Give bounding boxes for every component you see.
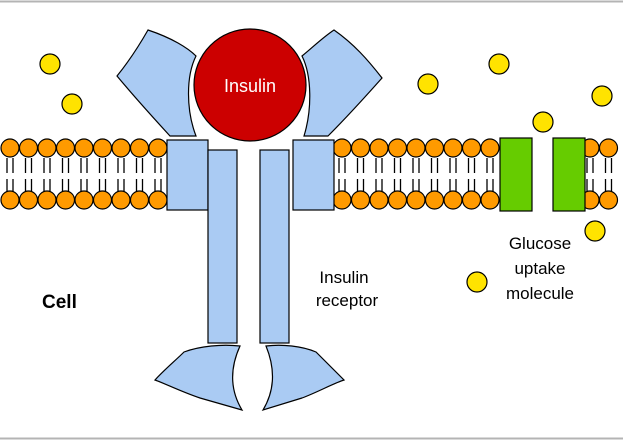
lipid-head — [461, 190, 482, 210]
glucose-molecule — [584, 220, 606, 242]
lipid-head — [74, 190, 94, 210]
cell-label: Cell — [42, 292, 77, 313]
receptor-left-block — [166, 139, 209, 211]
lipid-head — [443, 138, 463, 158]
lipid-head — [111, 190, 131, 210]
lipid-head — [598, 190, 619, 210]
lipid-head — [129, 138, 150, 158]
receptor-label-line2: receptor — [316, 291, 379, 310]
lipid-head — [598, 138, 619, 158]
lipid-head — [406, 190, 426, 210]
insulin-receptor — [116, 29, 383, 412]
lipid-head — [0, 138, 20, 158]
lipid-head — [350, 190, 371, 210]
lipid-head — [461, 138, 482, 158]
lipid-head — [92, 138, 113, 158]
lipid-head — [350, 138, 371, 158]
lipid-head — [443, 190, 463, 210]
glucose-label-line3: molecule — [506, 284, 574, 303]
receptor-left-arm — [116, 29, 197, 137]
lipid-head — [424, 138, 445, 158]
receptor-left-stem — [207, 149, 238, 344]
glucose-channel-right — [552, 137, 586, 212]
lipid-head — [111, 138, 131, 158]
receptor-right-arm — [301, 29, 383, 137]
lipid-head — [387, 190, 408, 210]
lipid-head — [148, 138, 168, 158]
receptor-label-line1: Insulin — [319, 268, 368, 287]
receptor-right-tail — [261, 344, 346, 412]
glucose-molecule — [61, 93, 83, 115]
lipid-head — [332, 138, 352, 158]
lipid-head — [387, 138, 408, 158]
lipid-head — [37, 138, 57, 158]
glucose-molecule — [488, 53, 510, 75]
receptor-right-stem — [259, 149, 290, 344]
glucose-molecule — [466, 271, 488, 293]
lipid-head — [0, 190, 20, 210]
lipid-head — [92, 190, 113, 210]
lipid-head — [37, 190, 57, 210]
lipid-head — [369, 138, 389, 158]
glucose-molecule — [417, 73, 439, 95]
glucose-label-line2: uptake — [514, 259, 565, 278]
lipid-head — [480, 138, 500, 158]
lipid-head — [332, 190, 352, 210]
receptor-left-tail — [153, 344, 244, 411]
lipid-head — [129, 190, 150, 210]
insulin-label: Insulin — [224, 76, 276, 96]
lipid-head — [74, 138, 94, 158]
lipid-head — [55, 138, 76, 158]
glucose-channel-left — [499, 137, 533, 212]
lipid-head — [406, 138, 426, 158]
insulin-molecule — [193, 28, 307, 142]
lipid-head — [55, 190, 76, 210]
lipid-head — [18, 190, 39, 210]
glucose-molecules — [39, 53, 613, 293]
glucose-molecule — [591, 85, 613, 107]
lipid-head — [480, 190, 500, 210]
lipid-head — [369, 190, 389, 210]
receptor-right-block — [292, 139, 335, 211]
glucose-molecule — [532, 111, 554, 133]
lipid-head — [18, 138, 39, 158]
lipid-head — [424, 190, 445, 210]
glucose-label-line1: Glucose — [509, 234, 571, 253]
cell-membrane — [0, 138, 619, 210]
glucose-molecule — [39, 53, 61, 75]
lipid-head — [148, 190, 168, 210]
